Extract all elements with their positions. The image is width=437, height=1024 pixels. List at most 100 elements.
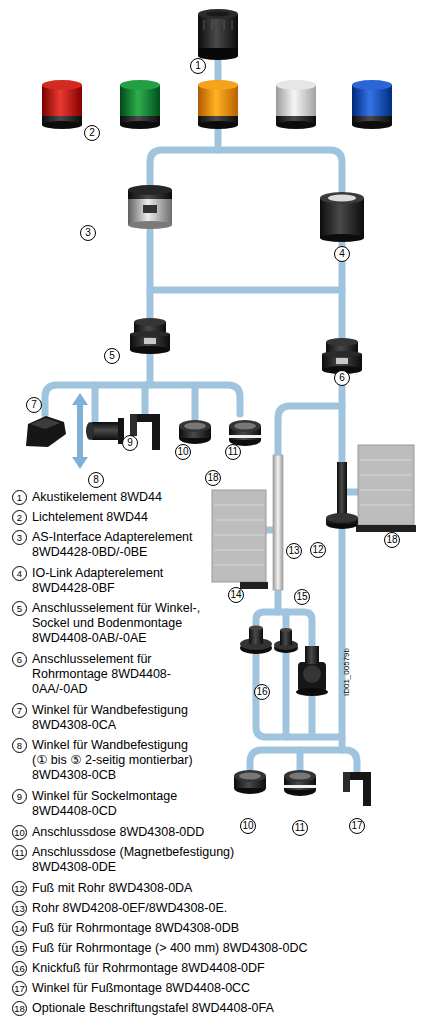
mounting-tree-part [309, 692, 316, 737]
callout-number: 16 [254, 684, 270, 700]
list-number: 7 [12, 703, 27, 718]
callout-text: 17 [351, 821, 362, 831]
hinged-foot-part [296, 688, 328, 696]
parts-list-item: 9Winkel für Sockelmontage 8WD4408-0CD [12, 789, 192, 819]
part-description: Winkel für Wandbefestigung 8WD4308-0CA [32, 703, 202, 733]
callout-text: 11 [295, 823, 305, 833]
light-element-green-part [120, 121, 160, 129]
mounting-tree-part [150, 150, 342, 195]
list-number: 1 [12, 490, 27, 505]
mounting-tree-part [283, 612, 290, 630]
list-number: 12 [12, 881, 27, 896]
acoustic-element-part [204, 20, 205, 30]
connection-element-part [144, 338, 156, 344]
part-description: Anschlussdose (Magnetbefestigung) 8WD430… [32, 845, 242, 875]
callout-text: 11 [228, 447, 238, 457]
label-plate-part [214, 505, 264, 506]
foot-with-tube-part [326, 513, 358, 523]
connection-box-part [239, 773, 261, 780]
connection-box-part [184, 423, 206, 430]
mounting-tree-part [339, 524, 346, 750]
light-element-green-part [120, 80, 160, 90]
callout-text: 2 [89, 128, 95, 138]
callout-number: 10 [240, 818, 256, 834]
list-number: 5 [12, 601, 27, 616]
mounting-tree-part [150, 287, 342, 294]
connection-element-part [134, 318, 166, 326]
mounting-tree-part [147, 228, 154, 318]
magnetic-connection-box-part [284, 770, 316, 782]
base-bracket-part [130, 414, 137, 436]
list-number: 6 [12, 652, 27, 667]
mounting-tree-part [142, 385, 149, 414]
callout-text: 13 [288, 546, 299, 556]
connection-element [130, 318, 170, 354]
part-description: Anschlusselement für Rohrmontage 8WD4408… [32, 652, 192, 697]
parts-list-item: 5 Anschlusselement für Winkel-, Sockel un… [12, 601, 224, 646]
part-description: Anschlussdose 8WD4308-0DD [32, 825, 432, 840]
callout-text: 3 [85, 228, 91, 238]
callout-number: 10 [175, 444, 191, 460]
label-plate-part [214, 565, 264, 566]
label-plate-part [214, 535, 264, 536]
tube-foot-part [249, 626, 263, 631]
callout-number: 17 [349, 818, 365, 834]
label-plate-part [360, 490, 412, 491]
callout-text: 8 [93, 475, 99, 485]
callout-text: 5 [109, 351, 115, 361]
parts-list-item: 4IO-Link Adapterelement 8WD4428-0BF [12, 566, 212, 596]
wall-bracket-two-sided-part [90, 422, 120, 440]
list-number: 16 [12, 961, 27, 976]
callout-number: 12 [310, 542, 326, 558]
mounting-tree-part [192, 385, 199, 424]
io-link-adapter-part [328, 195, 356, 202]
callout-text: 4 [339, 249, 345, 259]
tube-connection-element-part [322, 351, 362, 357]
label-plate-part [360, 460, 412, 461]
parts-list-item: 16Knickfuß für Rohrmontage 8WD4408-0DF [12, 961, 432, 976]
part-description: Winkel für Wandbefestigung (① bis ⑤ 2-se… [32, 738, 202, 783]
acoustic-element-part [224, 20, 225, 30]
part-description: Anschlusselement für Winkel-, Sockel und… [32, 601, 224, 646]
acoustic-element-part [198, 52, 238, 60]
magnetic-connection-box [284, 770, 316, 796]
callout-number: 14 [228, 587, 244, 603]
parts-list-item: 8Winkel für Wandbefestigung (① bis ⑤ 2-s… [12, 738, 202, 783]
acoustic-element-part [232, 20, 233, 30]
callout-text: 7 [31, 400, 37, 410]
label-plate-part [356, 525, 416, 532]
light-element-red [42, 80, 82, 129]
callout-text: 6 [339, 373, 345, 383]
label-plate-part [212, 490, 266, 582]
part-description: Akustikelement 8WD44 [32, 490, 432, 505]
wall-bracket-two-sided-part [86, 422, 94, 440]
label-plate-part [358, 445, 414, 525]
acoustic-element-part [206, 12, 230, 17]
parts-list-item: 13Rohr 8WD4208-0EF/8WD4308-0E. [12, 901, 432, 916]
light-element-white-part [276, 80, 316, 90]
parts-list-item: 18Optionale Beschriftungstafel 8WD4408-0… [12, 1001, 432, 1016]
acoustic-element-part [198, 9, 238, 19]
list-number: 3 [12, 530, 27, 545]
as-interface-adapter-part [128, 221, 172, 229]
mounting-tree-part [147, 352, 154, 385]
part-description: AS-Interface Adapterelement 8WD4428-0BD/… [32, 530, 212, 560]
callout-text: 18 [207, 473, 218, 483]
hinged-foot-part [298, 662, 326, 692]
callout-number: 5 [104, 348, 120, 364]
foot-bracket-part [343, 772, 350, 792]
hinged-foot-part [303, 665, 321, 683]
list-number: 2 [12, 510, 27, 525]
parts-list-item: 15Fuß für Rohrmontage (> 400 mm) 8WD4308… [12, 941, 432, 956]
wall-bracket-part [26, 416, 66, 447]
mounting-tree-part [278, 406, 342, 455]
tube-foot-small-part [280, 630, 292, 645]
list-number: 14 [12, 921, 27, 936]
part-description: Fuß für Rohrmontage (> 400 mm) 8WD4308-0… [32, 941, 432, 956]
io-link-adapter-part [320, 192, 364, 204]
mounting-tree-part [92, 385, 99, 422]
callout-number: 11 [292, 820, 308, 836]
magnetic-connection-box-part [284, 785, 316, 788]
parts-list-item: 7 Winkel für Wandbefestigung 8WD4308-0CA [12, 703, 202, 733]
